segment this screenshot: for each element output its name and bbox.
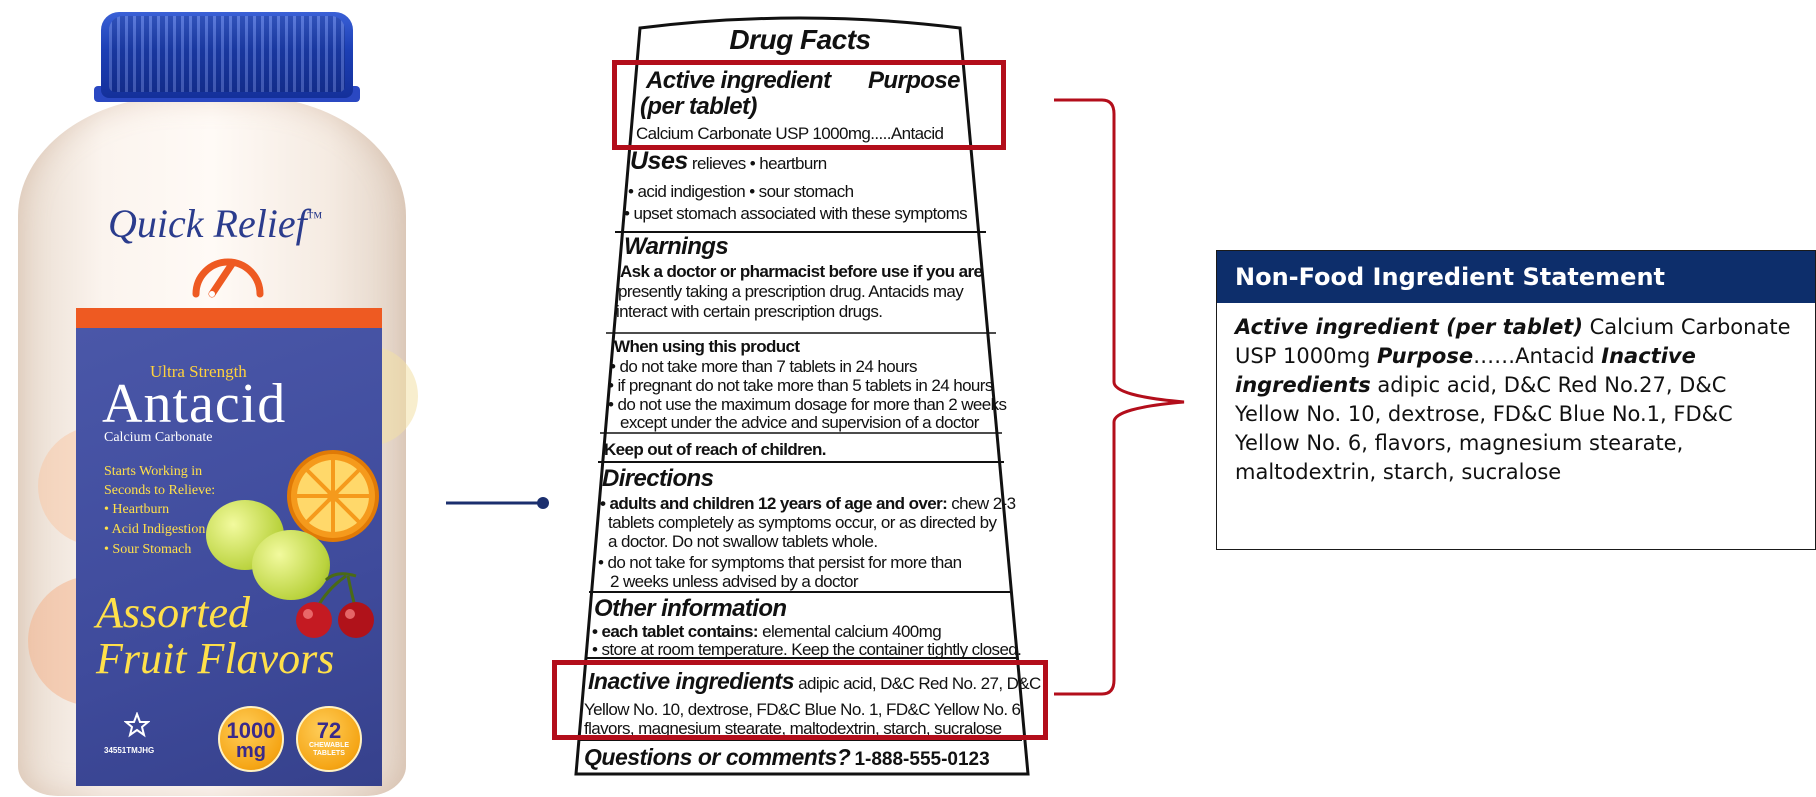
questions-line: Questions or comments? 1-888-555-0123: [584, 744, 990, 770]
relief-item: • Sour Stomach: [104, 542, 192, 557]
star-icon: [124, 712, 150, 738]
per-tablet-heading: (per tablet): [640, 93, 757, 120]
inactive-ingredients-highlight: [552, 660, 1048, 740]
warnings-line-2: presently taking a prescription drug. An…: [618, 282, 964, 301]
when-using-line-2: • if pregnant do not take more than 5 ta…: [608, 376, 993, 395]
count-badge: 72 CHEWABLE TABLETS: [296, 706, 362, 772]
strength-text: Ultra Strength: [150, 362, 247, 381]
uses-line-3: • upset stomach associated with these sy…: [624, 204, 968, 223]
relief-item: • Heartburn: [104, 502, 170, 517]
statement-active-text: Calcium Carbonate USP 1000mg: [1235, 315, 1791, 368]
statement-inactive-label: Inactive ingredients: [1235, 344, 1696, 397]
when-using-line-1: • do not take more than 7 tablets in 24 …: [610, 357, 917, 376]
antacid-bottle-image: Quick Relief™ Ultra Strength Antacid Cal…: [0, 0, 418, 797]
inactive-line-3: flavors, magnesium stearate, maltodextri…: [584, 719, 1002, 738]
drug-facts-label: Drug Facts Active ingredient Purpose (pe…: [550, 10, 1050, 790]
lime-fruit-icon: [252, 530, 330, 600]
product-subtitle: Calcium Carbonate: [104, 430, 213, 445]
bracket-connector: [1054, 98, 1185, 696]
relief-item: • Acid Indigestion: [104, 522, 206, 537]
directions-heading: Directions: [602, 465, 714, 492]
active-ingredient-heading: Active ingredient: [646, 67, 831, 94]
when-using-line-4: except under the advice and supervision …: [620, 413, 979, 432]
relief-list: • Heartburn • Acid Indigestion • Sour St…: [104, 500, 205, 560]
warnings-line-3: interact with certain prescription drugs…: [616, 302, 883, 321]
statement-body: Active ingredient (per tablet) Calcium C…: [1217, 303, 1815, 487]
orange-slice-icon: [287, 450, 379, 542]
product-name: Antacid: [102, 373, 287, 435]
statement-purpose-label: Purpose: [1376, 344, 1474, 368]
claim-text: Starts Working in Seconds to Relieve:: [104, 464, 216, 498]
warnings-bold-line: Ask a doctor or pharmacist before use if…: [620, 262, 983, 281]
directions-line-4: • do not take for symptoms that persist …: [598, 553, 962, 572]
directions-line-1: • adults and children 12 years of age an…: [600, 494, 1016, 513]
purpose-heading: Purpose: [868, 67, 960, 94]
other-information-line-2: • store at room temperature. Keep the co…: [592, 640, 1022, 659]
speedometer-logo-icon: [192, 258, 264, 298]
inactive-line-2: Yellow No. 10, dextrose, FD&C Blue No. 1…: [584, 700, 1025, 719]
connector-line: [446, 497, 549, 509]
directions-line-5: 2 weeks unless advised by a doctor: [610, 572, 859, 591]
active-ingredient-highlight: [612, 60, 1006, 150]
cherries-icon: [296, 572, 374, 638]
active-ingredient-line: Calcium Carbonate USP 1000mg.....Antacid: [636, 124, 944, 143]
when-using-heading: When using this product: [614, 337, 800, 356]
statement-title: Non-Food Ingredient Statement: [1217, 251, 1815, 303]
non-food-ingredient-statement-box: Non-Food Ingredient Statement Active ing…: [1216, 250, 1816, 550]
other-information-line-1: • each tablet contains: elemental calciu…: [592, 622, 942, 641]
drug-facts-title: Drug Facts: [729, 24, 871, 55]
directions-line-3: a doctor. Do not swallow tablets whole.: [608, 532, 878, 551]
brand-name: Quick Relief™: [108, 201, 323, 246]
other-information-heading: Other information: [594, 595, 787, 622]
lot-code: 34551TMJHG: [104, 746, 155, 755]
directions-line-2: tablets completely as symptoms occur, or…: [608, 513, 997, 532]
statement-purpose-text: ……Antacid: [1473, 344, 1602, 368]
uses-line-2: • acid indigestion • sour stomach: [628, 182, 854, 201]
label-orange-band: [76, 308, 382, 328]
flavor-text: Assorted Fruit Flavors: [96, 588, 335, 683]
inactive-line-1: Inactive ingredients adipic acid, D&C Re…: [588, 668, 1041, 694]
statement-active-label: Active ingredient (per tablet): [1235, 315, 1583, 339]
uses-line-1: Uses relieves • heartburn: [630, 147, 827, 175]
warnings-heading: Warnings: [624, 233, 729, 260]
dose-badge: 1000 mg: [218, 706, 284, 772]
when-using-line-3: • do not use the maximum dosage for more…: [608, 395, 1007, 414]
keep-out-of-reach: Keep out of reach of children.: [604, 440, 827, 459]
statement-inactive-text: adipic acid, D&C Red No.27, D&C Yellow N…: [1235, 373, 1733, 484]
bottle-cap: [101, 12, 353, 98]
